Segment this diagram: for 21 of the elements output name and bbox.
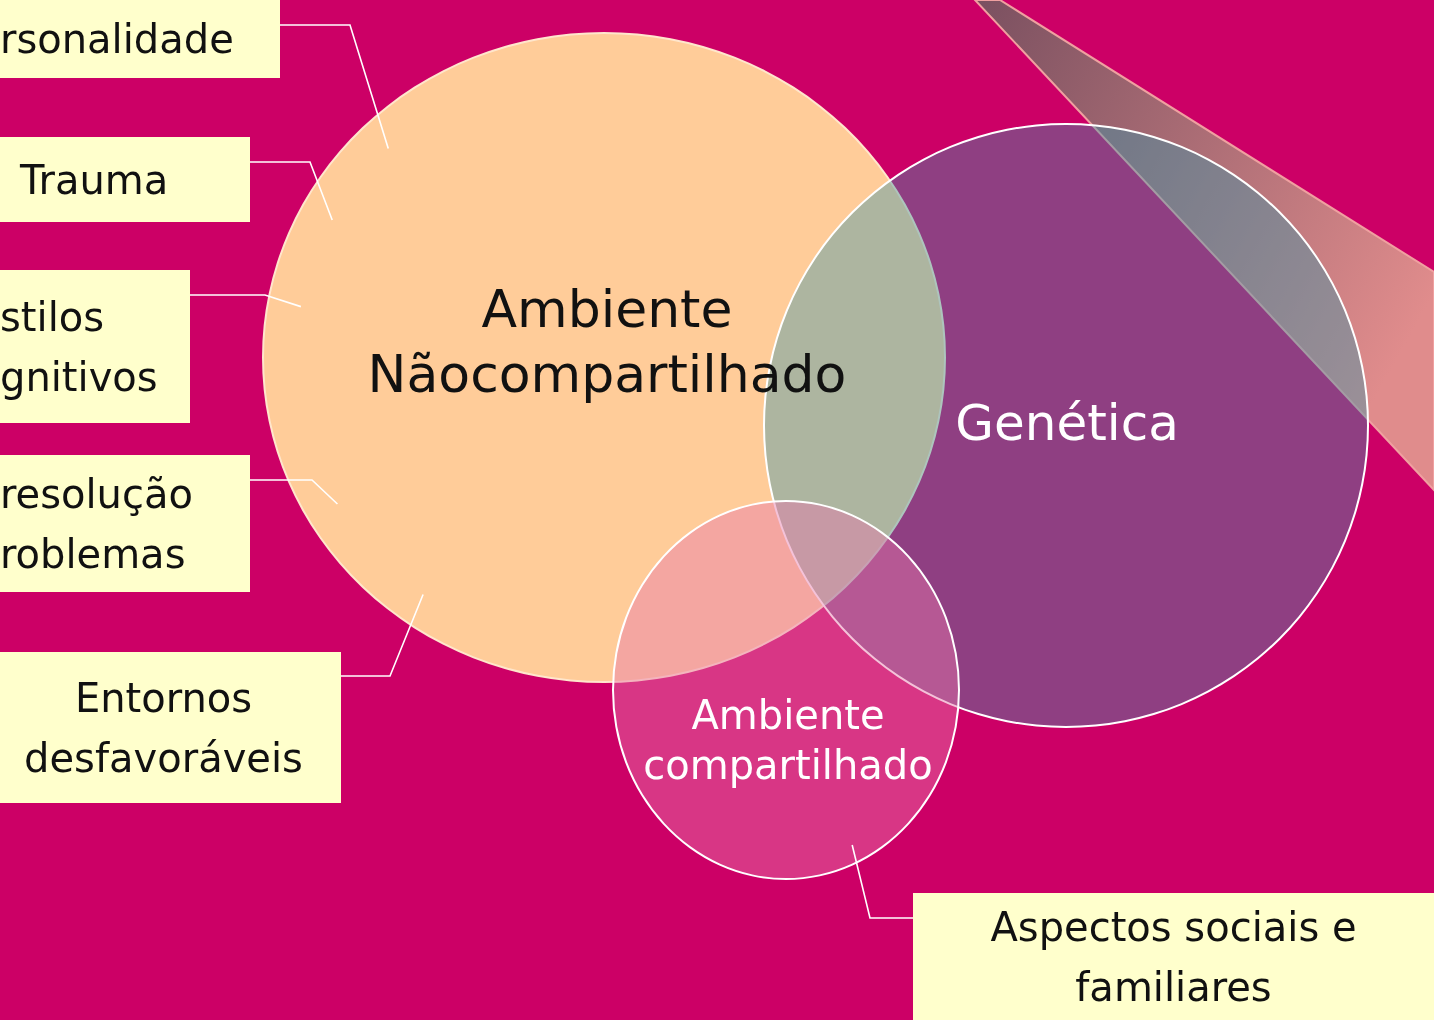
note-text: stilos gnitivos (0, 292, 159, 402)
note-box (0, 455, 250, 592)
leader-line (189, 294, 302, 308)
circle-label: Genética (954, 393, 1180, 454)
note-box (0, 270, 190, 423)
note-box (913, 893, 1434, 1020)
circle-label: Ambiente Nãocompartilhado (366, 278, 848, 406)
note-text: Trauma (20, 155, 169, 205)
leader-line (340, 593, 424, 677)
leader-line (279, 24, 390, 150)
leader-line (851, 844, 914, 919)
note-box (0, 0, 280, 78)
note-box (0, 652, 341, 803)
leader-line (249, 161, 334, 221)
leader-line (249, 479, 339, 505)
note-text: Entornos desfavoráveis (23, 673, 304, 783)
note-box (0, 137, 250, 222)
circle-label: Ambiente compartilhado (642, 691, 934, 790)
note-text: rsonalidade (0, 15, 234, 64)
note-text: Aspectos sociais e familiares (989, 902, 1358, 1012)
note-text: resolução roblemas (0, 469, 194, 579)
